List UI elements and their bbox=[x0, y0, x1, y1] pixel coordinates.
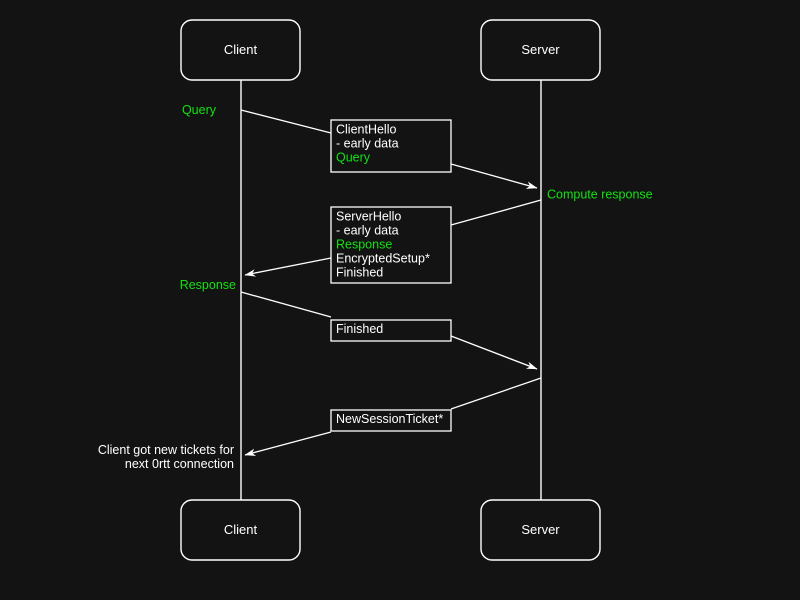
actor-server-top-box bbox=[480, 19, 601, 81]
msg-text-new-session-ticket-line-1: NewSessionTicket* bbox=[336, 412, 443, 426]
msg-line-new-session-ticket-right bbox=[450, 377, 542, 410]
actor-server-bottom-label: Server bbox=[521, 522, 560, 537]
msg-box-new-session-ticket[interactable]: NewSessionTicket* bbox=[330, 409, 452, 432]
actor-server-bottom[interactable]: Server bbox=[480, 499, 601, 561]
side-label-query: Query bbox=[182, 103, 217, 117]
msg-box-client-hello[interactable]: ClientHello - early data Query bbox=[330, 119, 452, 173]
msg-line-finished-left bbox=[240, 291, 332, 318]
msg-text-client-hello-line-1: ClientHello bbox=[336, 122, 396, 136]
msg-text-client-hello-line-3: Query bbox=[336, 150, 371, 164]
actor-client-bottom-box bbox=[180, 499, 301, 561]
msg-text-client-hello-line-2: - early data bbox=[336, 136, 399, 150]
msg-box-finished-rect bbox=[330, 319, 452, 342]
msg-text-server-hello-line-1: ServerHello bbox=[336, 209, 401, 223]
msg-line-client-hello-right bbox=[450, 163, 538, 189]
side-label-compute-response: Compute response bbox=[547, 187, 653, 201]
note-client-tickets-line-2: next 0rtt connection bbox=[125, 457, 234, 471]
msg-line-new-session-ticket-left bbox=[244, 431, 332, 456]
actor-client-top[interactable]: Client bbox=[180, 19, 301, 81]
msg-box-server-hello[interactable]: ServerHello - early data Response Encryp… bbox=[330, 206, 452, 284]
msg-box-new-session-ticket-rect bbox=[330, 409, 452, 432]
actor-client-bottom[interactable]: Client bbox=[180, 499, 301, 561]
msg-line-finished-right bbox=[450, 335, 538, 370]
msg-text-finished-line-1: Finished bbox=[336, 322, 383, 336]
msg-text-server-hello-line-4: EncryptedSetup* bbox=[336, 251, 430, 265]
actor-server-top[interactable]: Server bbox=[480, 19, 601, 81]
msg-text-server-hello-line-3: Response bbox=[336, 237, 392, 251]
msg-line-server-hello-right bbox=[450, 199, 542, 226]
side-label-response: Response bbox=[180, 278, 236, 292]
msg-text-server-hello-line-5: Finished bbox=[336, 265, 383, 279]
msg-line-server-hello-left bbox=[244, 257, 332, 277]
msg-text-server-hello-line-2: - early data bbox=[336, 223, 399, 237]
msg-box-finished[interactable]: Finished bbox=[330, 319, 452, 342]
msg-box-server-hello-rect bbox=[330, 206, 452, 284]
actor-client-bottom-label: Client bbox=[224, 522, 258, 537]
note-client-tickets-line-1: Client got new tickets for bbox=[98, 443, 234, 457]
msg-line-client-hello-left bbox=[240, 109, 332, 134]
actor-server-bottom-box bbox=[480, 499, 601, 561]
msg-box-client-hello-rect bbox=[330, 119, 452, 173]
actor-client-top-box bbox=[180, 19, 301, 81]
actor-client-top-label: Client bbox=[224, 42, 258, 57]
actor-server-top-label: Server bbox=[521, 42, 560, 57]
